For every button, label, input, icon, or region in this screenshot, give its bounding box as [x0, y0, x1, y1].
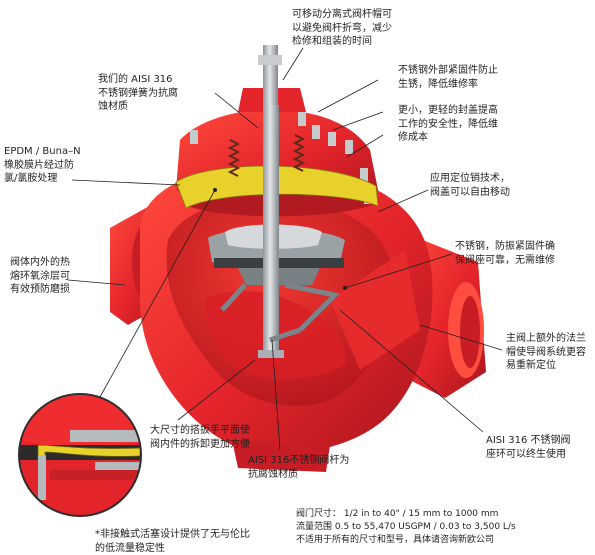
footnote-piston: *非接触式活塞设计提供了无与伦比 的低流量稳定性	[95, 529, 250, 554]
callout-seat-fastener: 不锈钢，防振紧固件确 保阀座可靠，无需维修	[455, 241, 555, 266]
callout-seat-ring: AISI 316 不锈钢阀 座环可以终生使用	[486, 435, 571, 460]
inset-detail	[18, 393, 142, 517]
callout-stem: AISI 316不锈钢阀杆为 抗腐蚀材质	[248, 455, 350, 480]
callout-smaller-cover: 更小，更轻的封盖提高 工作的安全性，降低维 修成本	[398, 105, 498, 143]
callout-locating-pins: 应用定位销技术， 阀盖可以自由移动	[430, 173, 510, 198]
seat-ring-bracket	[220, 282, 341, 343]
callout-epoxy: 阀体内外的热 熔环氧涂层可 有效预防磨损	[10, 257, 70, 295]
spec-note: 不适用于所有的尺寸和型号，具体请咨询新欧公司	[296, 535, 495, 545]
callout-ss-fasteners: 不锈钢外部紧固件防止 生锈，降低维修率	[398, 65, 498, 90]
springs	[227, 134, 306, 177]
callout-diaphragm: EPDM / Buna–N 橡胶膜片经过防 氯/氯胺处理	[4, 146, 81, 184]
callout-extra-flange: 主阀上额外的法兰 帽使导阀系统更容 易重新定位	[506, 333, 586, 371]
leader-lines	[67, 47, 503, 451]
callout-spring: 我们的 AISI 316 不锈钢弹簧为抗腐 蚀材质	[98, 74, 178, 112]
spec-flow-range: 流量范围 0.5 to 55,470 USGPM / 0.03 to 3,500…	[296, 522, 516, 532]
callout-handle: 大尺寸的搭扳手平面使 阀内件的拆卸更加方便	[150, 425, 250, 450]
callout-removable-bonnet: 可移动分离式阀杆帽可 以避免阀杆折弯，减少 检修和组装的时间	[292, 9, 392, 47]
spec-valve-size: 阀门尺寸： 1/2 in to 40" / 15 mm to 1000 mm	[296, 509, 499, 519]
valve-stem	[258, 45, 284, 358]
